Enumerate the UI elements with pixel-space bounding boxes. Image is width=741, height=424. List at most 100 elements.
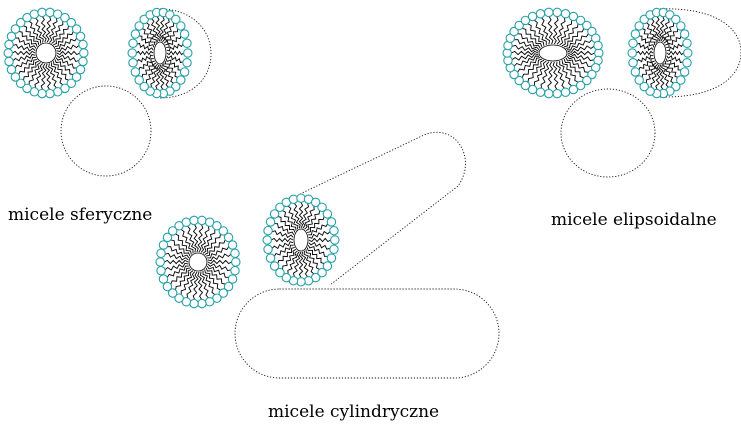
surfactant-head bbox=[680, 30, 688, 38]
surfactant-head bbox=[4, 49, 12, 57]
surfactant-head bbox=[553, 89, 561, 97]
surfactant-tail bbox=[136, 51, 153, 54]
surfactant-head bbox=[180, 68, 188, 76]
surfactant-head bbox=[38, 8, 46, 16]
surfactant-tail bbox=[13, 45, 35, 51]
surfactant-head bbox=[631, 68, 639, 76]
surfactant-head bbox=[266, 254, 274, 262]
surfactant-tail bbox=[271, 238, 293, 241]
surfactant-head bbox=[135, 76, 143, 84]
surfactant-tail bbox=[288, 251, 298, 274]
surfactant-head bbox=[264, 227, 272, 235]
surfactant-head bbox=[129, 59, 137, 67]
surfactant-tail bbox=[208, 264, 231, 271]
spherical-micelles-group: micele sferyczne bbox=[4, 8, 211, 225]
surfactant-head bbox=[263, 236, 271, 244]
spherical-micelle-cross-section bbox=[128, 8, 192, 97]
surfactant-tail bbox=[46, 17, 51, 42]
surfactant-head bbox=[631, 30, 639, 38]
surfactant-tail bbox=[636, 51, 653, 54]
micelle-core bbox=[539, 45, 567, 61]
surfactant-head bbox=[561, 10, 569, 18]
cylindrical-micelle-side-outline bbox=[235, 289, 499, 378]
ellipsoidal-micelle-front bbox=[503, 8, 603, 98]
micelle-core bbox=[654, 42, 666, 64]
cylindrical-micelles-label: micele cylindryczne bbox=[268, 402, 439, 422]
surfactant-tail bbox=[541, 62, 549, 89]
surfactant-head bbox=[180, 30, 188, 38]
surfactant-tail bbox=[164, 260, 188, 263]
surfactant-head bbox=[80, 49, 88, 57]
surfactant-head bbox=[184, 49, 192, 57]
surfactant-tail bbox=[274, 245, 293, 256]
surfactant-head bbox=[536, 10, 544, 18]
surfactant-tail bbox=[639, 59, 654, 70]
surfactant-head bbox=[182, 218, 190, 226]
surfactant-head bbox=[128, 49, 136, 57]
surfactant-tail bbox=[664, 63, 674, 83]
surfactant-tail bbox=[208, 260, 232, 263]
surfactant-head bbox=[629, 39, 637, 47]
surfactant-head bbox=[545, 8, 553, 16]
surfactant-head bbox=[5, 57, 13, 65]
surfactant-tail bbox=[309, 238, 331, 241]
surfactant-tail bbox=[548, 62, 553, 89]
surfactant-tail bbox=[207, 266, 229, 277]
surfactant-head bbox=[53, 88, 61, 96]
surfactant-head bbox=[131, 30, 139, 38]
surfactant-head bbox=[270, 262, 278, 270]
surfactant-tail bbox=[57, 51, 80, 54]
surfactant-tail bbox=[667, 51, 684, 54]
surfactant-head bbox=[198, 216, 206, 224]
surfactant-tail bbox=[272, 231, 293, 238]
ellipsoidal-micelles-label: micele elipsoidalne bbox=[551, 210, 717, 230]
surfactant-tail bbox=[56, 38, 77, 49]
surfactant-tail bbox=[164, 63, 174, 83]
surfactant-tail bbox=[57, 55, 79, 61]
micelle-core bbox=[189, 253, 207, 271]
surfactant-tail bbox=[139, 59, 154, 70]
surfactant-tail bbox=[56, 57, 77, 68]
surfactant-head bbox=[536, 88, 544, 96]
surfactant-tail bbox=[167, 56, 183, 63]
cylindrical-micelles-group: micele cylindryczne bbox=[156, 132, 499, 422]
surfactant-head bbox=[5, 40, 13, 48]
surfactant-head bbox=[205, 298, 213, 306]
surfactant-head bbox=[157, 266, 165, 274]
surfactant-head bbox=[683, 59, 691, 67]
surfactant-head bbox=[683, 39, 691, 47]
spherical-micelle-outline bbox=[61, 86, 151, 176]
surfactant-head bbox=[7, 65, 15, 73]
surfactant-tail bbox=[308, 224, 327, 235]
surfactant-tail bbox=[147, 23, 157, 43]
surfactant-tail bbox=[557, 18, 565, 45]
surfactant-tail bbox=[556, 62, 564, 89]
surfactant-tail bbox=[176, 234, 192, 255]
surfactant-head bbox=[46, 8, 54, 16]
surfactant-head bbox=[232, 258, 240, 266]
surfactant-head bbox=[677, 22, 685, 30]
surfactant-tail bbox=[137, 43, 153, 50]
cylindrical-micelle-cross-section bbox=[263, 194, 339, 286]
surfactant-head bbox=[183, 59, 191, 67]
micelle-core bbox=[154, 42, 166, 64]
surfactant-head bbox=[198, 299, 206, 307]
surfactant-head bbox=[231, 249, 239, 257]
surfactant-head bbox=[628, 49, 636, 57]
surfactant-head bbox=[528, 12, 536, 20]
surfactant-head bbox=[79, 57, 87, 65]
surfactant-tail bbox=[167, 247, 189, 258]
ellipsoidal-micelle-outline bbox=[561, 89, 655, 177]
surfactant-head bbox=[331, 236, 339, 244]
surfactant-head bbox=[79, 40, 87, 48]
surfactant-tail bbox=[553, 17, 558, 44]
surfactant-tail bbox=[15, 38, 36, 49]
surfactant-tail bbox=[542, 18, 550, 45]
surfactant-head bbox=[545, 89, 553, 97]
surfactant-head bbox=[131, 68, 139, 76]
surfactant-tail bbox=[198, 225, 203, 252]
ellipsoidal-micelle-cross-section bbox=[628, 8, 692, 97]
surfactant-head bbox=[330, 245, 338, 253]
surfactant-tail bbox=[165, 253, 188, 260]
surfactant-head bbox=[228, 241, 236, 249]
